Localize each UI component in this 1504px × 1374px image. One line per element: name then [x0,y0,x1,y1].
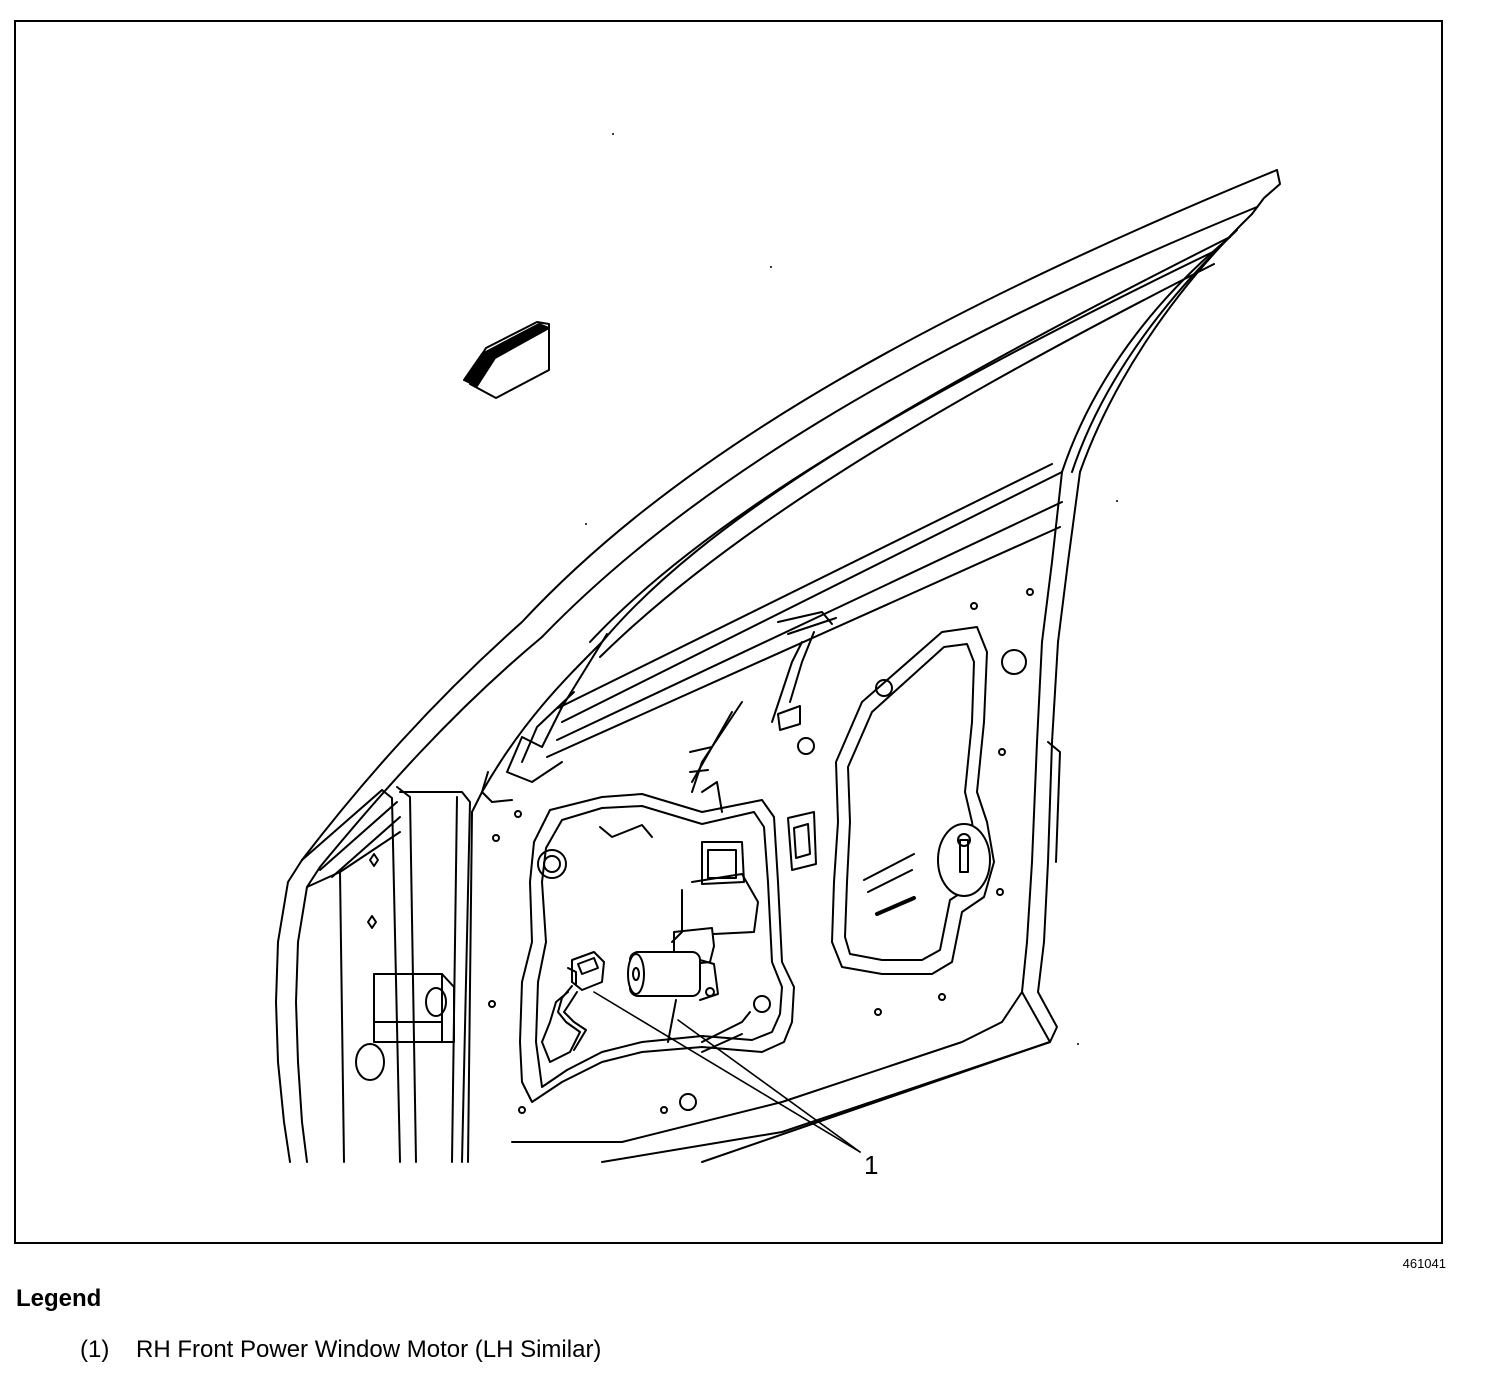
callout-number-1: 1 [864,1150,878,1180]
door-frame [275,169,1281,1163]
legend-item-number: (1) [80,1336,110,1363]
scan-specks [585,133,1118,1045]
legend-item-label: RH Front Power Window Motor (LH Similar) [136,1336,602,1363]
door-illustration: 1 [275,133,1281,1180]
callout-leader-lines [593,991,861,1153]
diagram-frame: 1 [14,20,1443,1244]
power-window-motor [627,873,759,1043]
direction-arrow-icon [463,321,550,399]
inner-door-panel [488,588,1034,1114]
figure-id-label: 461041 [1402,1256,1446,1271]
window-motor-connector [541,951,751,1063]
legend-item: (1) RH Front Power Window Motor (LH Simil… [80,1336,601,1364]
legend-title: Legend [16,1285,102,1312]
